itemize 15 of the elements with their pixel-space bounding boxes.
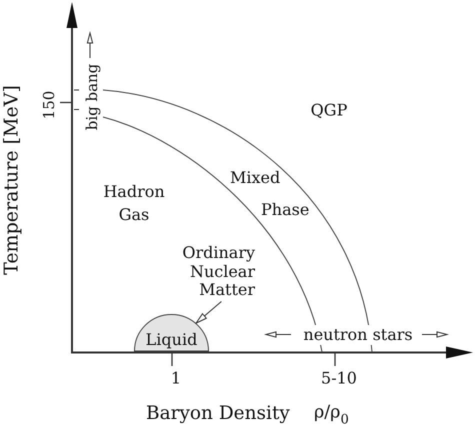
region-label: Hadron Gas — [102, 181, 166, 226]
axis-unit: ρ/ρ$_{0}$ — [314, 402, 349, 424]
annotation-label: big bang — [83, 64, 101, 130]
leader-line — [196, 301, 222, 324]
tick-label: 5-10 — [321, 368, 357, 388]
region-label: Liquid — [146, 331, 198, 349]
tick-label: 1 — [170, 368, 182, 388]
tick-label: 150 — [40, 90, 58, 120]
region-label: Ordinary Nuclear Matter — [171, 244, 255, 300]
annotation-label: neutron stars — [301, 325, 415, 345]
liquid-dome — [134, 314, 209, 351]
axis-title: Baryon Density — [146, 402, 290, 426]
axis-title: Temperature [MeV] — [0, 85, 24, 275]
region-label: QGP — [310, 100, 348, 120]
region-label: Mixed Phase — [230, 167, 310, 221]
